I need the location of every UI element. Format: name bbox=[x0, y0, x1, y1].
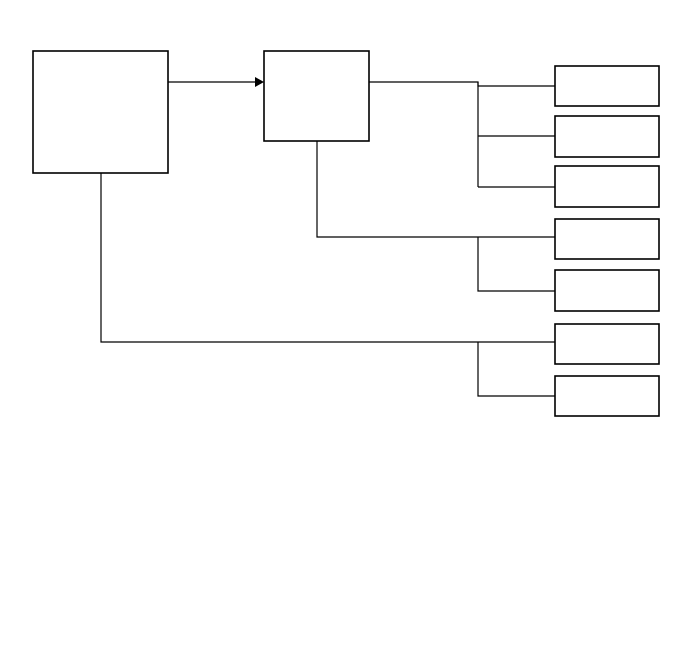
node-leaf-4 bbox=[554, 218, 660, 260]
connector-to-leaf-5 bbox=[477, 237, 555, 292]
arrowhead-icon bbox=[255, 77, 264, 87]
node-leaf-3-box bbox=[554, 165, 660, 208]
connector-root-to-leaf-6 bbox=[100, 173, 555, 343]
node-leaf-5-box bbox=[554, 269, 660, 312]
node-middle-box bbox=[263, 50, 370, 142]
node-root bbox=[32, 50, 169, 174]
node-leaf-7-box bbox=[554, 375, 660, 417]
node-leaf-2-box bbox=[554, 115, 660, 158]
node-middle bbox=[263, 50, 370, 142]
node-leaf-1 bbox=[554, 65, 660, 107]
node-leaf-7 bbox=[554, 375, 660, 417]
connectors bbox=[100, 77, 555, 397]
node-leaf-3 bbox=[554, 165, 660, 208]
node-leaf-6 bbox=[554, 323, 660, 365]
node-leaf-4-box bbox=[554, 218, 660, 260]
node-leaf-6-box bbox=[554, 323, 660, 365]
connector-to-leaf-7 bbox=[477, 342, 555, 397]
node-leaf-2 bbox=[554, 115, 660, 158]
node-leaf-5 bbox=[554, 269, 660, 312]
connector-middle-to-leaf-1 bbox=[369, 81, 555, 87]
node-root-box bbox=[32, 50, 169, 174]
connector-middle-to-leaf-4 bbox=[316, 141, 555, 238]
node-leaf-1-box bbox=[554, 65, 660, 107]
